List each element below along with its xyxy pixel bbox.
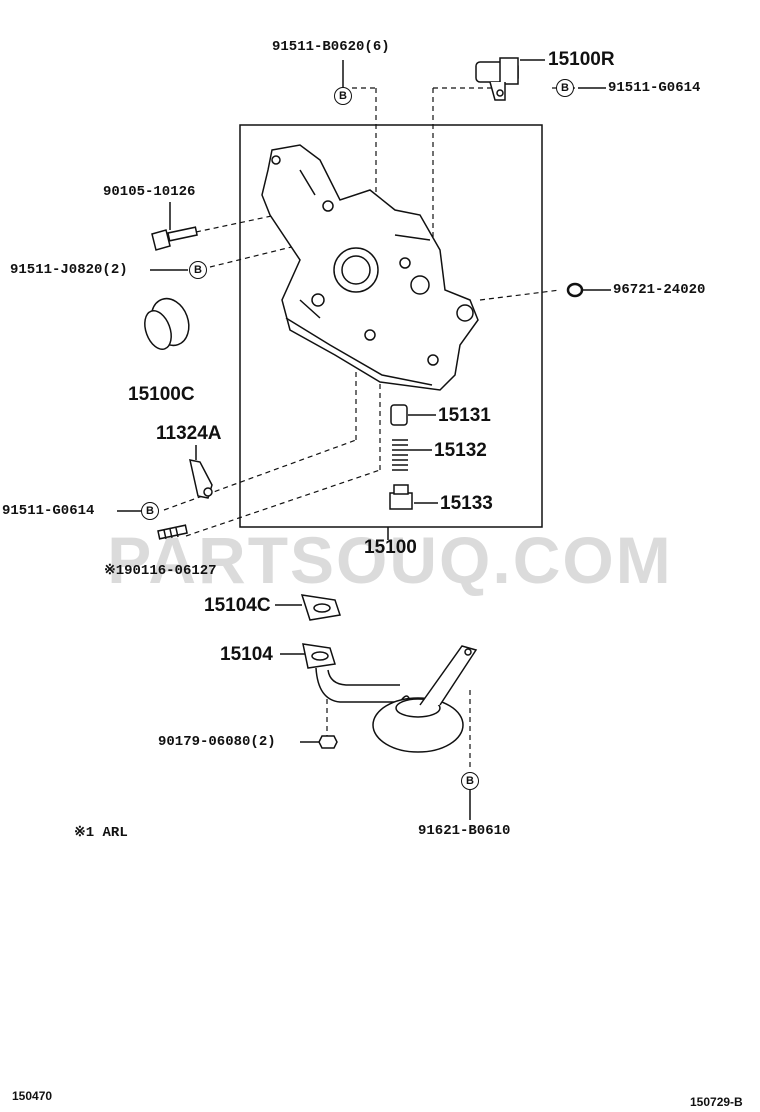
part-label-bolt-strainer[interactable]: 91621-B0610: [418, 823, 511, 839]
part-label-bracket[interactable]: 11324A: [156, 423, 222, 444]
oil-pump-body: [261, 144, 479, 391]
o-ring-drawing: [566, 282, 584, 298]
badge-b-strainer: B: [461, 772, 479, 790]
relief-valve-drawing: [389, 404, 413, 510]
part-label-plug[interactable]: 15133: [440, 493, 493, 514]
stud-drawing: [157, 524, 188, 540]
part-label-spring[interactable]: 15132: [434, 440, 487, 461]
part-label-gasket[interactable]: 15104C: [204, 595, 271, 616]
part-label-strainer[interactable]: 15104: [220, 644, 273, 665]
part-label-bolt-top[interactable]: 91511-B0620(6): [272, 39, 390, 55]
part-label-oil-pump[interactable]: 15100: [364, 537, 417, 558]
badge-b-bracket: B: [141, 502, 159, 520]
part-label-valve[interactable]: 15131: [438, 405, 491, 426]
pump-assembly-frame: [239, 124, 543, 528]
footnote-arl: ※1 ARL: [74, 825, 128, 841]
part-label-bolt-bracket[interactable]: 91511-G0614: [2, 503, 95, 519]
oil-seal-drawing: [144, 297, 190, 350]
gasket-drawing: [300, 594, 341, 621]
part-label-o-ring[interactable]: 96721-24020: [613, 282, 706, 298]
part-label-stud[interactable]: ※190116-06127: [104, 563, 217, 579]
badge-b-left: B: [189, 261, 207, 279]
strainer-drawing: [302, 643, 478, 753]
part-label-oil-seal[interactable]: 15100C: [128, 384, 195, 405]
watermark: PARTSOUQ.COM: [107, 523, 673, 597]
sensor-drawing: [475, 57, 519, 101]
nut-drawing: [318, 735, 338, 749]
part-label-nut[interactable]: 90179-06080(2): [158, 734, 276, 750]
part-label-bolt-b-left[interactable]: 91511-J0820(2): [10, 262, 128, 278]
badge-b-sensor: B: [556, 79, 574, 97]
footer-right-code: 150729-B: [690, 1095, 743, 1109]
footer-left-code: 150470: [12, 1089, 53, 1103]
part-label-bolt-left[interactable]: 90105-10126: [103, 184, 196, 200]
bolt-drawing: [151, 226, 198, 251]
part-label-bolt-sensor[interactable]: 91511-G0614: [608, 80, 701, 96]
part-label-sensor[interactable]: 15100R: [548, 49, 615, 70]
badge-b-top: B: [334, 87, 352, 105]
bracket-drawing: [189, 459, 213, 499]
